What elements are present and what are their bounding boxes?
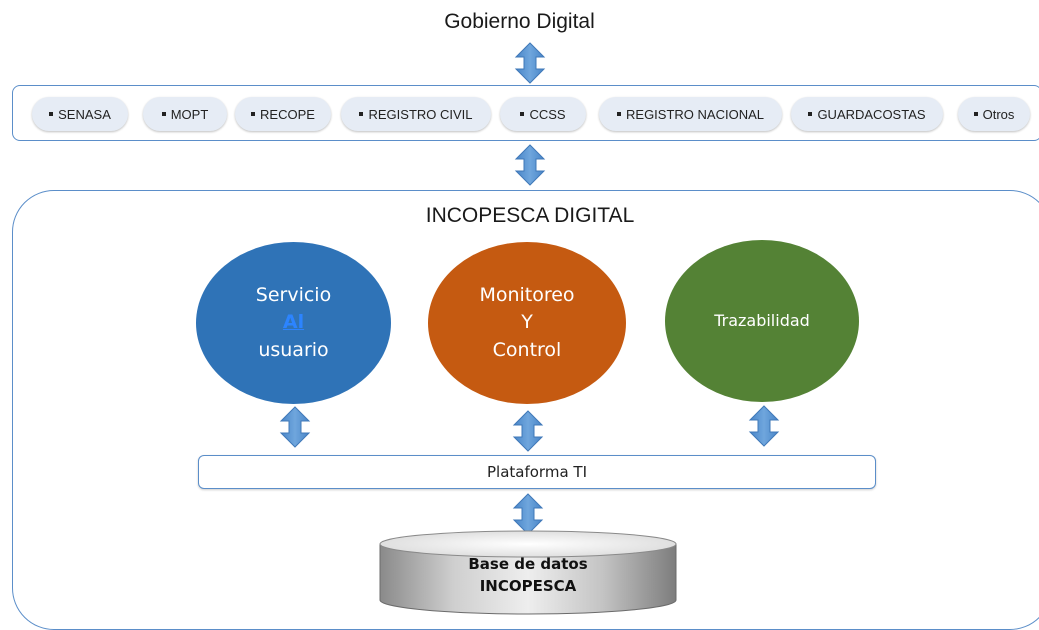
- agency-pill-guardacostas: GUARDACOSTAS: [791, 97, 943, 131]
- bullet-icon: [808, 112, 813, 116]
- bullet-icon: [359, 112, 364, 116]
- database-line2: INCOPESCA: [479, 577, 577, 595]
- monitoreo-control-circle: Monitoreo Y Control: [428, 242, 626, 404]
- agency-pill-ccss: CCSS: [500, 97, 586, 131]
- gobierno-digital-title: Gobierno Digital: [444, 10, 595, 33]
- agency-pill-registro-civil: REGISTRO CIVIL: [341, 97, 491, 131]
- plataforma-ti-box: Plataforma TI: [198, 455, 876, 489]
- servicio-line1: Servicio: [255, 283, 332, 306]
- agency-label: CCSS: [529, 106, 566, 122]
- trazabilidad-circle: Trazabilidad: [665, 240, 859, 402]
- arrow-gobierno-agencias: [515, 42, 545, 84]
- database-label: Base de datos INCOPESCA: [380, 553, 676, 597]
- bullet-icon: [161, 112, 166, 116]
- agency-pill-senasa: SENASA: [32, 97, 128, 131]
- agency-label: SENASA: [58, 106, 111, 122]
- agency-pill-mopt: MOPT: [143, 97, 227, 131]
- bullet-icon: [49, 112, 54, 116]
- bullet-icon: [617, 112, 622, 116]
- agency-label: REGISTRO CIVIL: [368, 106, 473, 122]
- agency-pill-registro-nacional: REGISTRO NACIONAL: [599, 97, 782, 131]
- monitoreo-line3: Control: [492, 338, 562, 361]
- agency-pill-otros: Otros: [958, 97, 1030, 131]
- incopesca-digital-title: INCOPESCA DIGITAL: [425, 204, 635, 227]
- servicio-al-usuario-circle: Servicio Al usuario: [196, 242, 391, 404]
- arrow-agencias-incopesca: [515, 144, 545, 186]
- agency-label: MOPT: [170, 106, 209, 122]
- bullet-icon: [251, 112, 256, 116]
- bullet-icon: [520, 112, 525, 116]
- agency-label: GUARDACOSTAS: [817, 106, 926, 122]
- monitoreo-line1: Monitoreo: [479, 283, 575, 306]
- agency-pill-recope: RECOPE: [235, 97, 331, 131]
- agency-label: REGISTRO NACIONAL: [626, 106, 764, 122]
- database-cylinder: [379, 530, 677, 615]
- plataforma-label: Plataforma TI: [487, 463, 587, 481]
- database-line1: Base de datos: [468, 555, 588, 573]
- agency-label: Otros: [982, 106, 1015, 122]
- servicio-line3: usuario: [258, 338, 329, 361]
- servicio-al-link[interactable]: Al: [282, 311, 305, 334]
- agency-label: RECOPE: [260, 106, 315, 122]
- trazabilidad-label: Trazabilidad: [714, 311, 810, 331]
- monitoreo-line2: Y: [521, 311, 533, 334]
- bullet-icon: [973, 112, 978, 116]
